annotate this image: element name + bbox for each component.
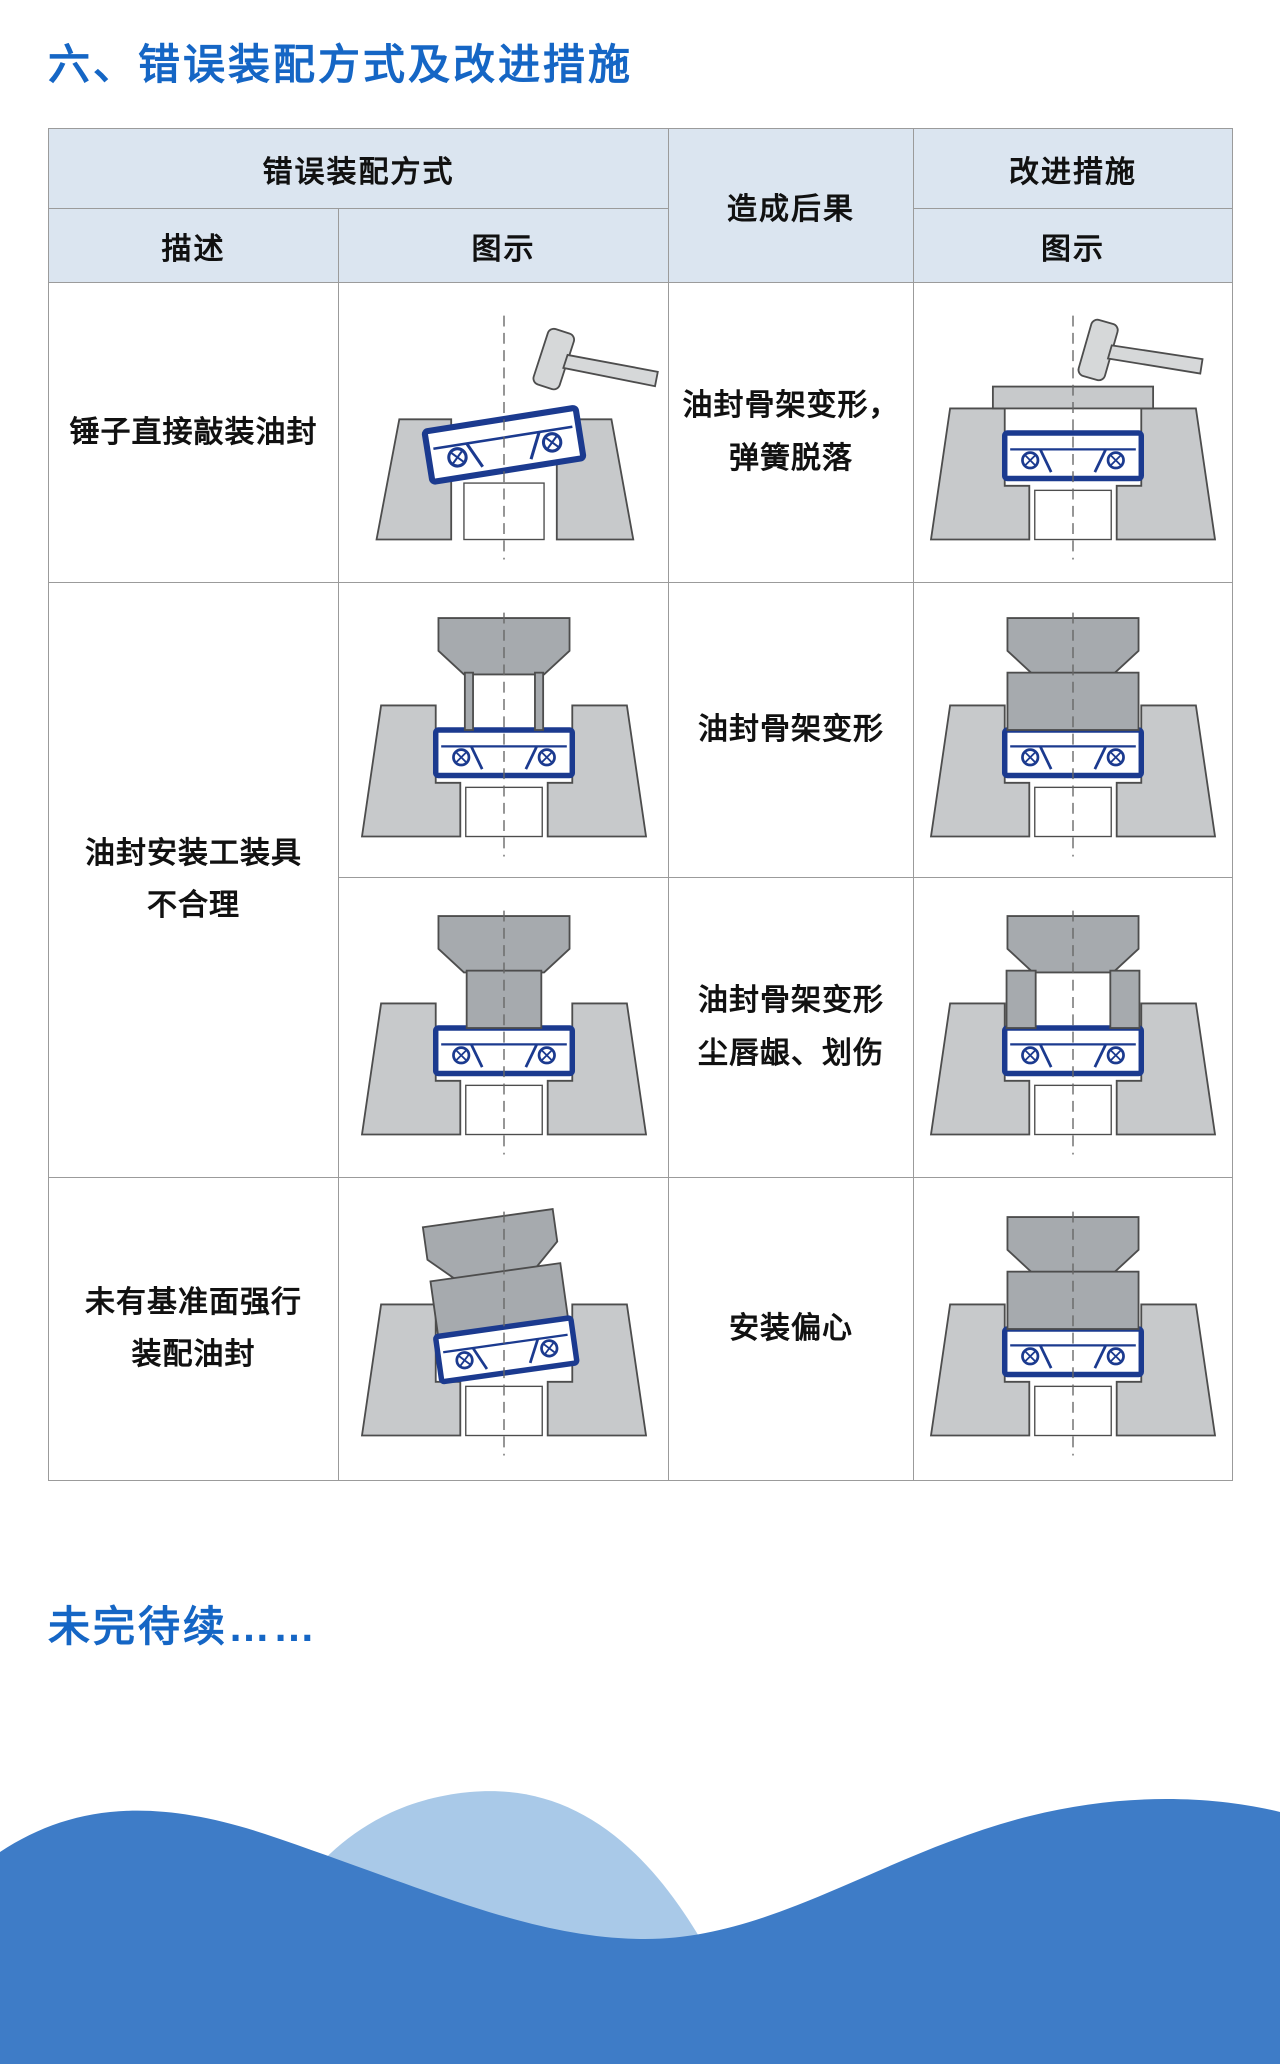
consequence-text: 油封骨架变形 尘唇龈、划伤 [669,975,913,1080]
header-illustration: 图示 [338,208,669,284]
wrong-illustration-cell [338,877,669,1179]
description-text: 锤子直接敲装油封 [49,407,338,460]
tilted-assembly [421,1208,577,1382]
consequence-text: 油封骨架变形 [669,704,913,757]
header-improvement: 改进措施 [913,128,1233,210]
diagram-press-tool-full-contact [930,612,1216,858]
page-title: 六、错误装配方式及改进措施 [48,41,634,88]
description-line: 锤子直接敲装油封 [69,415,318,449]
diagram-press-tool-on-case [930,909,1216,1156]
diagram-hammer-with-plate [930,314,1216,561]
wrong-illustration-cell [338,282,669,584]
improved-illustration-cell [913,582,1233,879]
press-tool-leg [533,672,544,732]
table-row-tooling-1: 油封安装工装具 不合理 [48,582,1233,1179]
diagram-hammer-striking-tilted-seal [375,314,659,561]
consequence-line: 油封骨架变形 [698,713,884,747]
header-consequence: 造成后果 [668,128,914,284]
improved-illustration-cell [913,1177,1233,1482]
press-tool-outer-foot [1109,969,1141,1029]
improved-illustration-full-contact [914,598,1232,862]
header-row-1: 错误装配方式 造成后果 改进措施 [48,128,1233,284]
description-line: 不合理 [147,889,240,923]
description-cell: 锤子直接敲装油封 [48,282,339,584]
improved-illustration-cell [913,877,1233,1179]
wrong-illustration-hammer [339,301,668,565]
consequence-line: 安装偏心 [729,1312,853,1346]
description-text: 未有基准面强行 装配油封 [49,1277,338,1382]
consequence-line: 油封骨架变形， [682,389,900,423]
description-line: 装配油封 [131,1338,256,1372]
to-be-continued-text: 未完待续…… [48,1603,319,1651]
consequence-line: 尘唇龈、划伤 [698,1036,884,1070]
table-row-no-datum: 未有基准面强行 装配油封 [48,1177,1233,1482]
consequence-cell: 油封骨架变形 [668,582,914,879]
press-tool-outer-foot [1005,969,1037,1029]
diagram-press-tool-thin-legs [360,612,647,858]
wrong-illustration-thin-legs [339,598,668,862]
press-tool-leg [463,672,474,732]
hammer-icon [530,326,659,420]
page-content: 六、错误装配方式及改进措施 错误装配方式 造成后果 改进措施 描述 图示 图示 … [48,41,1233,1482]
wrong-illustration-lip-press [339,896,668,1160]
description-text: 油封安装工装具 不合理 [49,828,338,933]
diagram-tilted-press-no-datum [360,1208,647,1457]
header-wrong-method: 错误装配方式 [48,128,669,210]
header-row-2: 描述 图示 图示 [48,208,1233,284]
description-line: 未有基准面强行 [85,1285,302,1319]
table-row-hammer: 锤子直接敲装油封 油封骨架变形， [48,282,1233,584]
consequence-line: 油封骨架变形 [698,984,884,1018]
consequence-line: 弹簧脱落 [729,441,853,475]
improved-illustration-hammer-plate [914,301,1232,565]
consequence-cell: 油封骨架变形 尘唇龈、划伤 [668,877,914,1179]
wave-dark [0,1799,1280,2064]
wrong-illustration-tilted-press [339,1197,668,1461]
consequence-cell: 油封骨架变形， 弹簧脱落 [668,282,914,584]
description-line: 油封安装工装具 [85,836,302,870]
diagram-aligned-press-with-datum [930,1211,1216,1457]
footer-wave-graphic [0,1791,1280,2064]
improved-illustration-case-press [914,896,1232,1160]
consequence-text: 油封骨架变形， 弹簧脱落 [669,380,913,485]
improved-illustration-aligned-press [914,1197,1232,1461]
diagram-press-tool-on-lip [360,909,647,1156]
header-description: 描述 [48,208,339,284]
description-cell-merged: 油封安装工装具 不合理 [48,582,339,1179]
assembly-error-table: 错误装配方式 造成后果 改进措施 描述 图示 图示 锤子直接敲装油封 [48,128,1233,1482]
consequence-cell: 安装偏心 [668,1177,914,1482]
description-cell: 未有基准面强行 装配油封 [48,1177,339,1482]
consequence-text: 安装偏心 [669,1303,913,1356]
wrong-illustration-cell [338,1177,669,1482]
header-improvement-illustration: 图示 [913,208,1233,284]
improved-illustration-cell [913,282,1233,584]
wrong-illustration-cell [338,582,669,879]
